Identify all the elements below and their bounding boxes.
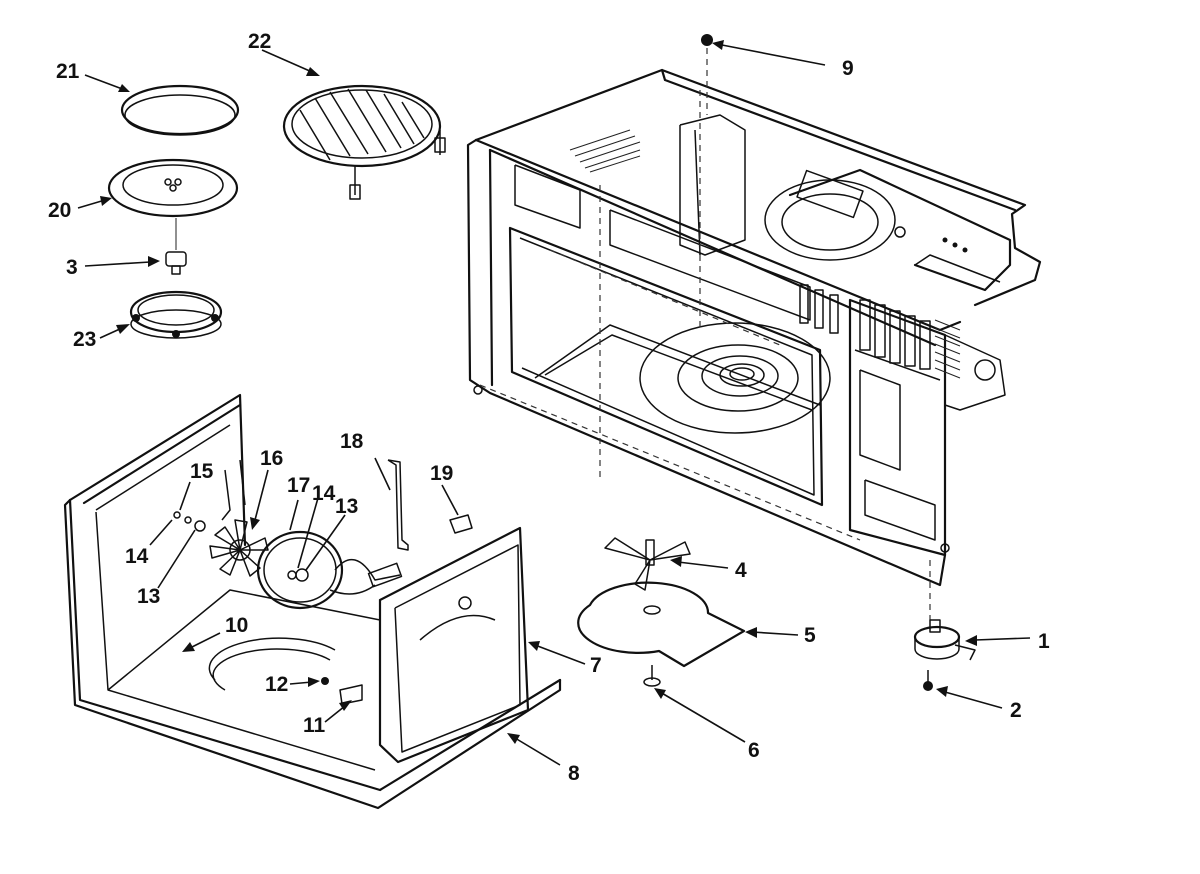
screw-part-2 [923, 670, 933, 691]
oven-cavity [466, 68, 1042, 620]
callout-3: 3 [66, 256, 78, 279]
turntable-motor-part-1 [913, 619, 976, 661]
callout-6: 6 [748, 739, 760, 762]
callout-14-left: 14 [125, 545, 149, 568]
callout-2: 2 [1010, 699, 1022, 722]
callout-23: 23 [73, 328, 96, 351]
callout-leaders [77, 40, 1031, 766]
callout-22: 22 [248, 30, 271, 53]
clip-part-19 [449, 514, 473, 534]
fan-blade-part-16 [209, 519, 269, 577]
callout-10: 10 [225, 614, 248, 637]
callout-7: 7 [590, 654, 602, 677]
callout-9: 9 [842, 57, 854, 80]
glass-tray-part-20 [107, 158, 239, 250]
callout-16: 16 [260, 447, 283, 470]
screw-part-12 [321, 677, 329, 685]
ring-part-21 [120, 84, 240, 136]
roller-guide-part-23 [129, 290, 223, 339]
rack-part-22 [282, 84, 446, 200]
coupler-part-3 [165, 251, 187, 275]
heater-element-part-17 [256, 530, 403, 610]
callout-8: 8 [568, 762, 580, 785]
stirrer-cover-part-5 [577, 581, 746, 668]
callout-1: 1 [1038, 630, 1050, 653]
hardware-13-14-15 [173, 511, 206, 532]
callout-21: 21 [56, 60, 80, 83]
callout-19: 19 [430, 462, 453, 485]
vent-grid [569, 129, 641, 173]
callout-15: 15 [190, 460, 214, 483]
callout-4: 4 [735, 559, 747, 582]
nut-part-9 [701, 34, 713, 115]
callout-18: 18 [340, 430, 364, 453]
panel-part-7 [378, 526, 530, 764]
stirrer-blade-part-4 [604, 537, 691, 591]
callout-17: 17 [287, 474, 310, 497]
stirrer-shaft-part-6 [643, 665, 661, 687]
callout-13-left: 13 [137, 585, 160, 608]
callout-14-right: 14 [312, 482, 336, 505]
bracket-part-11 [339, 684, 363, 705]
callout-20: 20 [48, 199, 71, 222]
callout-11: 11 [303, 714, 326, 737]
callout-labels: 1 2 3 4 5 6 7 8 9 10 11 12 13 13 14 14 1… [48, 30, 1050, 785]
heater-box-part-10 [63, 393, 562, 810]
bracket-part-18 [387, 459, 409, 551]
callout-13-right: 13 [335, 495, 358, 518]
callout-5: 5 [804, 624, 816, 647]
callout-12: 12 [265, 673, 288, 696]
